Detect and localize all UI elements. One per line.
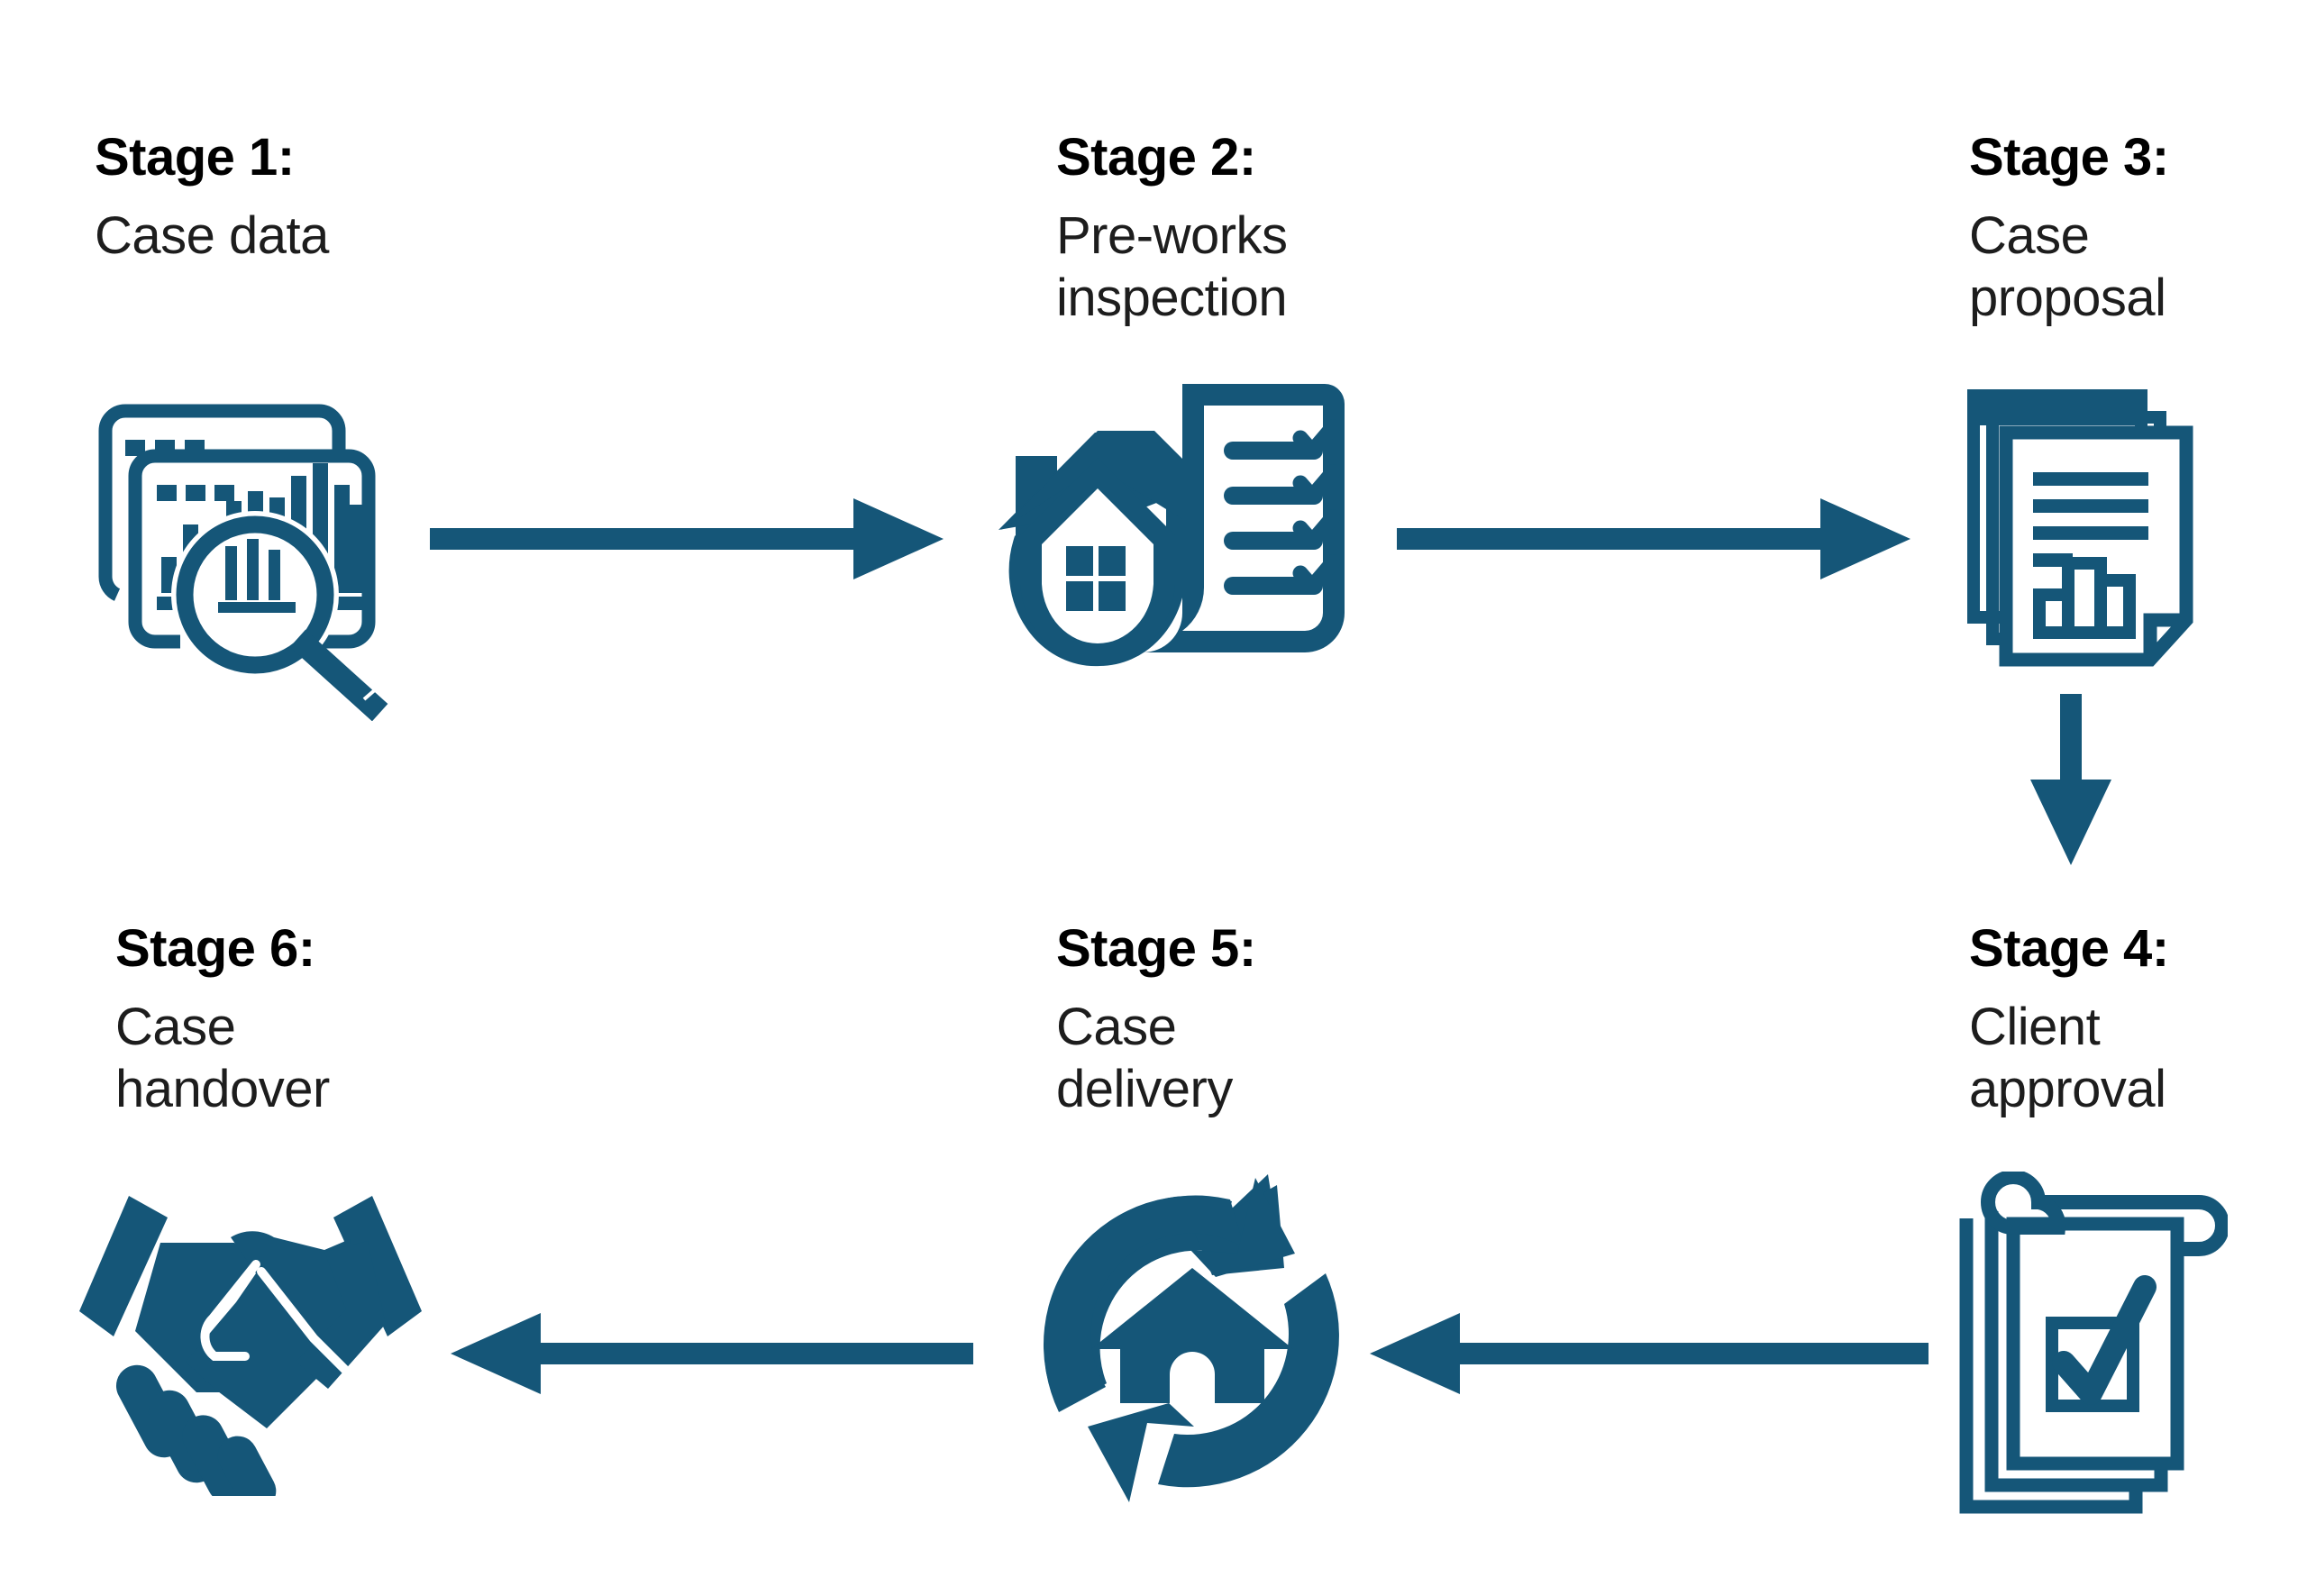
stage-5-subtitle: Case delivery [1056, 998, 1233, 1118]
arrow-left-icon [1370, 1309, 1929, 1399]
stage-5-title: Stage 5: [1056, 918, 1256, 978]
stage-2-title: Stage 2: [1056, 127, 1256, 187]
house-checklist-icon [996, 368, 1361, 674]
stage-6-subtitle: Case handover [115, 998, 330, 1118]
stage-1-subtitle: Case data [95, 206, 329, 266]
arrow-left-icon [451, 1309, 973, 1399]
data-analysis-windows-magnifier-icon [74, 369, 434, 721]
house-cycle-arrows-icon [1023, 1167, 1361, 1518]
stage-6-title: Stage 6: [115, 918, 315, 978]
stage-6-label: Stage 6: Case handover [115, 901, 330, 1137]
stage-2-subtitle: Pre-works inspection [1056, 206, 1288, 327]
arrow-down-icon [2026, 694, 2116, 865]
stage-3-title: Stage 3: [1969, 127, 2169, 187]
stacked-documents-report-icon [1963, 378, 2233, 667]
stage-1-label: Stage 1: Case data [95, 110, 329, 285]
arrow-right-icon [430, 494, 944, 584]
stage-2-label: Stage 2: Pre-works inspection [1056, 110, 1288, 346]
handshake-icon [79, 1185, 422, 1496]
stage-3-label: Stage 3: Case proposal [1969, 110, 2169, 346]
stage-5-label: Stage 5: Case delivery [1056, 901, 1256, 1137]
arrow-right-icon [1397, 494, 1910, 584]
stage-1-title: Stage 1: [95, 127, 295, 187]
stage-4-title: Stage 4: [1969, 918, 2169, 978]
stage-4-subtitle: Client approval [1969, 998, 2166, 1118]
stage-4-label: Stage 4: Client approval [1969, 901, 2169, 1137]
signed-document-checkbox-icon [1957, 1172, 2228, 1523]
stage-3-subtitle: Case proposal [1969, 206, 2166, 327]
